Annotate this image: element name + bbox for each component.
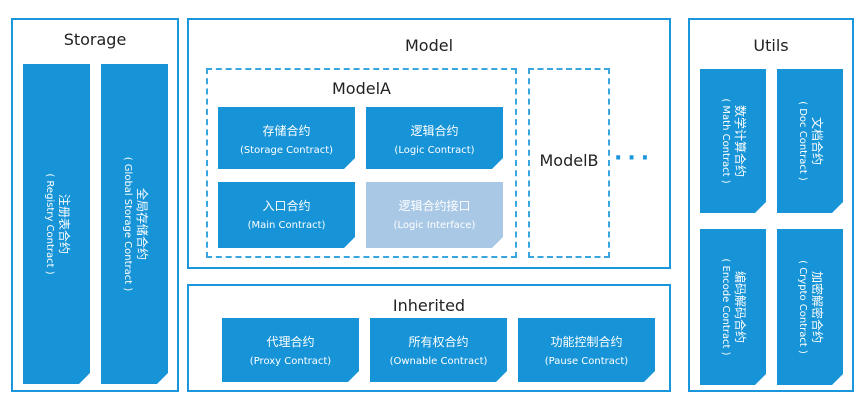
card-label: 存储合约 <box>262 124 311 138</box>
logic-interface-card: 逻辑合约接口 (Logic Interface) <box>366 182 503 248</box>
storage-contract-card: 存储合约 (Storage Contract) <box>218 107 355 169</box>
card-label: 功能控制合约 <box>550 335 623 349</box>
registry-contract-card: 注册表合约 ( Registry Contract ) <box>23 64 90 384</box>
modelb-title: ModelB <box>539 151 599 170</box>
card-label: 编码解码合约 <box>733 270 747 344</box>
card-sublabel: (Logic Interface) <box>393 220 476 231</box>
card-label: 逻辑合约接口 <box>398 199 471 213</box>
logic-contract-card: 逻辑合约 (Logic Contract) <box>366 107 503 169</box>
card-label: 文档合约 <box>810 116 824 165</box>
global-storage-contract-card: 全局存储合约 ( Global Storage Contract ) <box>101 64 168 384</box>
encode-contract-card: 编码解码合约 ( Encode Contract ) <box>700 229 766 385</box>
card-sublabel: ( Doc Contract ) <box>797 101 808 181</box>
utils-title: Utils <box>753 36 789 55</box>
card-sublabel: ( Math Contract ) <box>720 98 731 184</box>
card-label: 所有权合约 <box>408 335 469 349</box>
storage-panel: Storage 注册表合约 ( Registry Contract ) 全局存储… <box>11 18 179 392</box>
card-label: 注册表合约 <box>56 193 71 255</box>
crypto-contract-card: 加密解密合约 ( Crypto Contract ) <box>777 229 843 385</box>
card-label: 代理合约 <box>266 335 315 349</box>
card-sublabel: (Main Contract) <box>247 220 326 231</box>
card-sublabel: (Proxy Contract) <box>249 356 332 367</box>
proxy-contract-card: 代理合约 (Proxy Contract) <box>222 318 359 382</box>
card-sublabel: ( Registry Contract ) <box>43 173 55 275</box>
card-sublabel: (Pause Contract) <box>544 356 629 367</box>
doc-contract-card: 文档合约 ( Doc Contract ) <box>777 69 843 213</box>
card-sublabel: (Ownable Contract) <box>389 356 488 367</box>
model-title: Model <box>404 36 454 55</box>
card-label: 入口合约 <box>262 199 311 213</box>
storage-title: Storage <box>63 30 127 49</box>
card-label: 逻辑合约 <box>410 124 459 138</box>
math-contract-card: 数学计算合约 ( Math Contract ) <box>700 69 766 213</box>
modela-title: ModelA <box>332 79 391 98</box>
pause-contract-card: 功能控制合约 (Pause Contract) <box>518 318 655 382</box>
card-sublabel: (Storage Contract) <box>239 145 334 156</box>
card-sublabel: (Logic Contract) <box>394 145 475 156</box>
card-sublabel: ( Encode Contract ) <box>720 258 731 356</box>
more-models-ellipsis: ··· <box>614 146 655 171</box>
card-label: 加密解密合约 <box>810 270 824 344</box>
ownable-contract-card: 所有权合约 (Ownable Contract) <box>370 318 507 382</box>
inherited-title: Inherited <box>392 296 466 315</box>
modelb-box <box>528 68 610 258</box>
utils-panel: Utils 数学计算合约 ( Math Contract ) 文档合约 ( Do… <box>688 18 854 392</box>
main-contract-card: 入口合约 (Main Contract) <box>218 182 355 248</box>
card-sublabel: ( Global Storage Contract ) <box>121 156 133 292</box>
modela-box <box>206 68 517 258</box>
card-sublabel: ( Crypto Contract ) <box>797 260 808 354</box>
card-label: 全局存储合约 <box>134 187 149 260</box>
card-label: 数学计算合约 <box>733 104 747 177</box>
